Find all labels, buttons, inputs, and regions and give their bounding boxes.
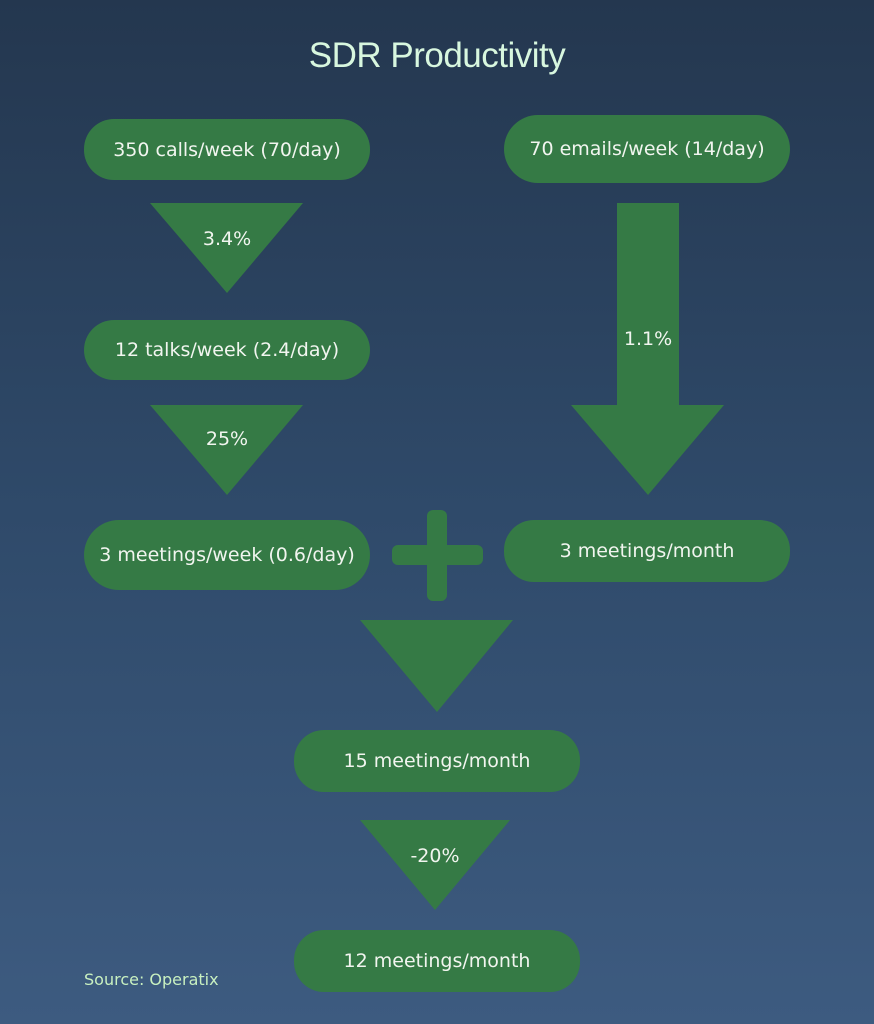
final-meetings-box: 12 meetings/month — [294, 930, 580, 992]
page-title: SDR Productivity — [308, 36, 566, 75]
plus-icon — [392, 510, 483, 601]
total-meetings-box: 15 meetings/month — [294, 730, 580, 792]
funnel-arrow-talks-to-meetings — [150, 405, 303, 495]
rate-adjustment: -20% — [410, 845, 460, 867]
meetings-week-box: 3 meetings/week (0.6/day) — [84, 520, 370, 590]
emails-box: 70 emails/week (14/day) — [504, 115, 790, 183]
meetings-month-email-box: 3 meetings/month — [504, 520, 790, 582]
calls-box: 350 calls/week (70/day) — [84, 119, 370, 180]
rate-talk-to-meeting: 25% — [205, 428, 249, 450]
funnel-arrow-combined — [360, 620, 513, 712]
funnel-arrow-adjustment — [360, 820, 510, 910]
source-note: Source: Operatix — [84, 970, 219, 989]
funnel-arrow-calls-to-talks — [150, 203, 303, 293]
down-arrow-emails-to-meetings — [571, 203, 724, 495]
rate-email-to-meeting: 1.1% — [623, 328, 673, 350]
talks-box: 12 talks/week (2.4/day) — [84, 320, 370, 380]
rate-call-to-talk: 3.4% — [202, 228, 252, 250]
